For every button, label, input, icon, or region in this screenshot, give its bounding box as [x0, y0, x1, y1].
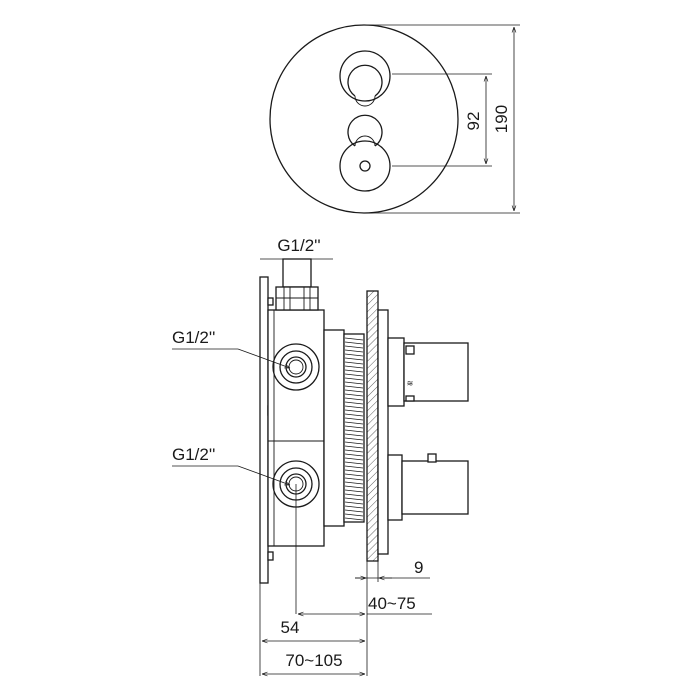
thread-line	[344, 481, 364, 485]
lower-handle	[387, 453, 469, 521]
thread-line	[344, 445, 364, 449]
thread-line	[344, 485, 364, 489]
thread-line	[344, 473, 364, 477]
thread-line	[344, 449, 364, 453]
thread-line	[344, 357, 364, 361]
thread-line	[344, 429, 364, 433]
thread-line	[344, 413, 364, 417]
thread-line	[344, 501, 364, 505]
rear-mounting-plate	[259, 276, 269, 584]
thread-line	[344, 341, 364, 345]
dim-70-105-label: 70~105	[285, 651, 342, 670]
thread-line	[344, 517, 364, 521]
thread-line	[344, 361, 364, 365]
thread-line	[344, 389, 364, 393]
cover-plate-outline	[269, 24, 459, 214]
threaded-extension	[323, 329, 365, 527]
thread-line	[344, 453, 364, 457]
thread-line	[344, 353, 364, 357]
dim-190-label: 190	[492, 105, 511, 133]
thread-line	[344, 461, 364, 465]
thread-line	[344, 385, 364, 389]
upper-handle: ≋	[387, 337, 469, 407]
thread-line	[344, 365, 364, 369]
thread-line	[344, 513, 364, 517]
thread-line	[344, 349, 364, 353]
dim-54-label: 54	[281, 618, 300, 637]
thread-line	[344, 441, 364, 445]
front-view: 190 92	[269, 24, 520, 214]
thread-line	[344, 421, 364, 425]
thread-line	[344, 505, 364, 509]
thread-line	[344, 477, 364, 481]
thread-line	[344, 457, 364, 461]
thread-line	[344, 373, 364, 377]
thread-line	[344, 397, 364, 401]
thread-line	[344, 465, 364, 469]
lower-knob	[339, 114, 391, 192]
thread-line	[344, 497, 364, 501]
dim-40-75-label: 40~75	[368, 594, 416, 613]
thread-line	[344, 337, 364, 341]
thread-line	[344, 417, 364, 421]
thread-line	[344, 369, 364, 373]
thread-label-lower: G1/2''	[172, 445, 215, 464]
thread-line	[344, 433, 364, 437]
thread-line	[344, 469, 364, 473]
thread-line	[344, 345, 364, 349]
thread-line	[344, 437, 364, 441]
thread-line	[344, 509, 364, 513]
thread-line	[344, 393, 364, 397]
thread-label-upper: G1/2''	[172, 328, 215, 347]
thread-line	[344, 381, 364, 385]
top-inlet-connector	[275, 258, 319, 311]
front-cover-plate	[366, 290, 379, 562]
thread-line	[344, 493, 364, 497]
thread-line	[344, 405, 364, 409]
thread-line	[344, 489, 364, 493]
thread-line	[344, 401, 364, 405]
upper-knob	[339, 50, 391, 107]
svg-text:≋: ≋	[407, 379, 414, 388]
dim-92-label: 92	[464, 112, 483, 131]
side-view: ≋ G1/2'' G1/2'' G1/2'' 9	[172, 236, 469, 676]
thread-label-top: G1/2''	[277, 236, 320, 255]
thread-line	[344, 377, 364, 381]
thread-line	[344, 425, 364, 429]
dim-9-label: 9	[414, 558, 423, 577]
thread-line	[344, 409, 364, 413]
